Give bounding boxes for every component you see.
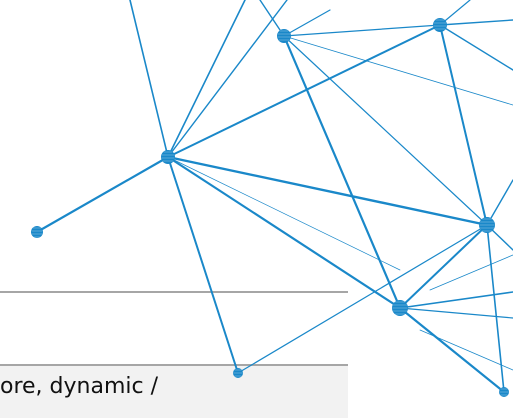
- network-edge: [439, 0, 471, 26]
- network-node-icon: [277, 29, 291, 43]
- network-edge: [166, 155, 489, 227]
- network-node-icon: [31, 226, 43, 238]
- network-nodes: [31, 18, 509, 397]
- network-edge: [486, 179, 513, 226]
- text-panel: ore, dynamic /: [0, 364, 348, 418]
- network-edge: [439, 19, 513, 26]
- network-edge: [399, 291, 513, 309]
- network-edge: [282, 34, 402, 310]
- panel-text: ore, dynamic /: [0, 374, 158, 399]
- network-edge: [237, 224, 488, 374]
- network-edge: [429, 254, 513, 291]
- network-edge: [167, 24, 441, 158]
- network-edge: [167, 0, 246, 158]
- network-edge: [283, 35, 488, 226]
- network-edge: [439, 24, 513, 71]
- network-node-icon: [433, 18, 447, 32]
- network-node-icon: [161, 150, 175, 164]
- network-edge: [439, 24, 488, 226]
- network-edge: [167, 0, 288, 158]
- network-edge: [486, 224, 513, 251]
- network-edge: [283, 24, 441, 37]
- network-edge: [419, 329, 513, 371]
- network-edge: [399, 224, 488, 309]
- network-edge: [259, 0, 285, 37]
- network-edge: [129, 0, 169, 158]
- network-edge: [166, 155, 402, 310]
- network-node-icon: [499, 387, 509, 397]
- network-edge: [283, 35, 513, 106]
- network-edge: [35, 155, 170, 234]
- network-node-icon: [392, 300, 408, 316]
- network-edge: [398, 306, 506, 394]
- horizontal-divider: [0, 291, 348, 293]
- network-edges: [35, 0, 513, 394]
- network-edge: [283, 9, 331, 37]
- network-edge: [167, 156, 239, 374]
- network-edge: [167, 156, 401, 271]
- network-edge: [399, 307, 513, 319]
- network-edge: [486, 224, 505, 393]
- network-node-icon: [479, 217, 495, 233]
